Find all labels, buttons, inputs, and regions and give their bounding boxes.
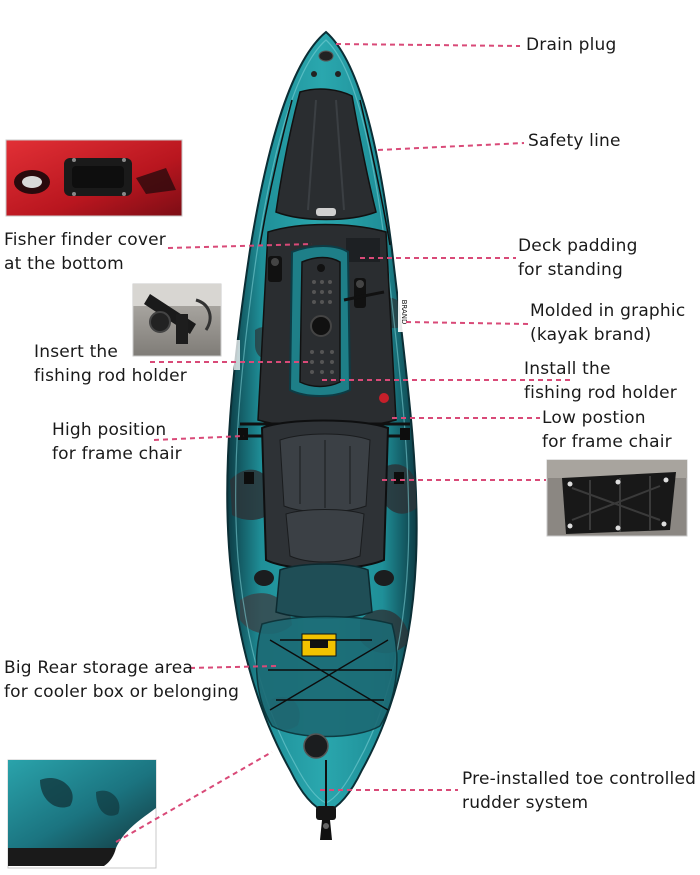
callout-high-position-line2: for frame chair (52, 444, 182, 464)
callout-deck-padding: Deck padding for standing (518, 234, 638, 282)
frame-chair (238, 419, 410, 570)
front-deck-pad (275, 88, 377, 221)
callout-rear-storage: Big Rear storage area for cooler box or … (4, 656, 239, 704)
leader-drain-plug (335, 43, 521, 47)
callout-fish-finder-line2: at the bottom (4, 254, 124, 274)
leader-fish-finder (167, 243, 313, 249)
callout-insert-rod-holder-line2: fishing rod holder (34, 366, 187, 386)
callout-drain-plug-text: Drain plug (526, 35, 617, 55)
callout-fish-finder-line1: Fisher finder cover (4, 230, 166, 250)
drain-plug-icon (311, 50, 341, 77)
callout-high-position-line1: High position (52, 420, 167, 440)
leader-high-position (153, 435, 245, 441)
callout-molded-graphic-line1: Molded in graphic (530, 301, 686, 321)
cockpit-deck: BRAND (234, 223, 408, 429)
callout-insert-rod-holder-line1: Insert the (34, 342, 119, 362)
chair-mount-inset (546, 459, 688, 537)
callout-low-position-line1: Low postion (542, 408, 646, 428)
callout-fish-finder: Fisher finder cover at the bottom (4, 228, 166, 276)
callout-insert-rod-holder: Insert the fishing rod holder (34, 340, 187, 388)
bungee-cords (268, 639, 392, 711)
rudder-icon (316, 806, 336, 840)
callout-drain-plug: Drain plug (526, 33, 616, 57)
callout-low-position-line2: for frame chair (542, 432, 672, 452)
svg-text:BRAND: BRAND (400, 300, 408, 325)
callout-deck-padding-line1: Deck padding (518, 236, 638, 256)
rod-holder-icon (268, 256, 282, 282)
callout-rudder-line2: rudder system (462, 793, 589, 813)
rudder-inset (7, 759, 157, 869)
callout-install-rod-holder-line1: Install the (524, 359, 611, 379)
callout-rudder: Pre-installed toe controlled rudder syst… (462, 767, 696, 815)
rod-holder-right-icon (343, 278, 385, 308)
leader-lines (115, 43, 572, 843)
callout-deck-padding-line2: for standing (518, 260, 623, 280)
leader-rudder-inset (115, 751, 273, 843)
safety-line (259, 99, 391, 246)
leader-molded-graphic (405, 321, 529, 325)
callout-high-position: High position for frame chair (52, 418, 182, 466)
callout-molded-graphic-line2: (kayak brand) (530, 325, 652, 345)
callout-safety-line-text: Safety line (528, 131, 621, 151)
callout-rudder-line1: Pre-installed toe controlled (462, 769, 697, 789)
callout-rear-storage-line2: for cooler box or belonging (4, 682, 240, 702)
callout-molded-graphic: Molded in graphic (kayak brand) (530, 299, 685, 347)
leader-safety-line (377, 142, 525, 151)
callout-rear-storage-line1: Big Rear storage area (4, 658, 193, 678)
callout-low-position: Low postion for frame chair (542, 406, 672, 454)
rear-storage-well (254, 563, 398, 738)
rod-holder-inset (132, 283, 222, 357)
callout-install-rod-holder-line2: fishing rod holder (524, 383, 677, 403)
fish-finder-inset (5, 139, 183, 217)
stern (303, 733, 329, 812)
brand-graphic: BRAND (398, 290, 408, 332)
callout-safety-line: Safety line (528, 129, 621, 153)
callout-install-rod-holder: Install the fishing rod holder (524, 357, 677, 405)
